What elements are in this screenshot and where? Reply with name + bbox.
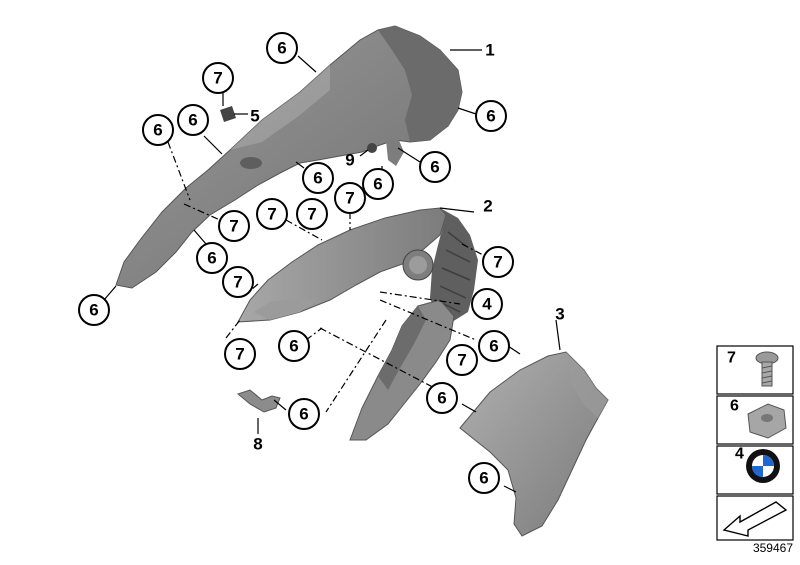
svg-text:6: 6 <box>486 107 495 126</box>
svg-text:7: 7 <box>213 69 222 88</box>
leader-lines <box>103 49 561 493</box>
svg-text:6: 6 <box>430 158 439 177</box>
svg-text:6: 6 <box>207 249 216 268</box>
svg-text:7: 7 <box>235 345 244 364</box>
svg-text:7: 7 <box>457 351 466 370</box>
label-part-3: 3 <box>555 305 564 324</box>
callout-7: 7 <box>218 210 250 242</box>
svg-text:6: 6 <box>289 337 298 356</box>
svg-text:7: 7 <box>493 253 502 272</box>
callout-6: 6 <box>475 100 507 132</box>
callout-7: 7 <box>202 62 234 94</box>
callout-6: 6 <box>288 398 320 430</box>
screw-icon <box>755 351 779 387</box>
callout-4: 4 <box>471 288 503 320</box>
label-part-2: 2 <box>483 197 492 216</box>
parts-legend: 7 6 4 <box>716 345 794 541</box>
lower-panel-part-3 <box>459 351 609 537</box>
label-part-8: 8 <box>253 435 262 454</box>
svg-text:6: 6 <box>299 405 308 424</box>
svg-text:7: 7 <box>727 350 736 367</box>
callout-6: 6 <box>302 162 334 194</box>
svg-text:7: 7 <box>229 217 238 236</box>
callout-7: 7 <box>296 198 328 230</box>
side-panel-part-1 <box>115 25 463 289</box>
svg-text:6: 6 <box>188 111 197 130</box>
grommet-part-9 <box>367 143 377 153</box>
svg-text:6: 6 <box>373 175 382 194</box>
svg-text:6: 6 <box>277 39 286 58</box>
svg-text:7: 7 <box>345 189 354 208</box>
svg-text:4: 4 <box>482 295 492 314</box>
callout-7: 7 <box>482 246 514 278</box>
callout-6: 6 <box>426 382 458 414</box>
svg-text:7: 7 <box>307 205 316 224</box>
svg-text:6: 6 <box>89 301 98 320</box>
front-fairing-part-2 <box>237 207 478 323</box>
svg-text:6: 6 <box>479 469 488 488</box>
callout-6: 6 <box>478 330 510 362</box>
callout-6: 6 <box>278 330 310 362</box>
callout-7: 7 <box>222 266 254 298</box>
svg-text:6: 6 <box>730 398 739 415</box>
legend-row-screw: 7 <box>716 345 794 395</box>
legend-row-arrow <box>716 495 794 541</box>
clip-part-5 <box>220 106 236 122</box>
bracket-part-8 <box>236 389 281 413</box>
callout-7: 7 <box>334 182 366 214</box>
svg-text:6: 6 <box>489 337 498 356</box>
callout-6: 6 <box>142 114 174 146</box>
legend-row-bmw: 4 <box>716 445 794 495</box>
callout-7: 7 <box>224 338 256 370</box>
callout-6: 6 <box>196 242 228 274</box>
callout-7: 7 <box>446 344 478 376</box>
callout-6: 6 <box>78 294 110 326</box>
direction-arrow-icon <box>722 501 788 537</box>
label-part-1: 1 <box>485 41 494 60</box>
svg-text:6: 6 <box>437 389 446 408</box>
bmw-roundel-icon <box>746 449 780 483</box>
svg-text:7: 7 <box>233 273 242 292</box>
callout-6: 6 <box>468 462 500 494</box>
label-part-5: 5 <box>250 107 259 126</box>
callout-6: 6 <box>266 32 298 64</box>
label-part-9: 9 <box>345 151 354 170</box>
svg-text:7: 7 <box>267 205 276 224</box>
svg-text:6: 6 <box>153 121 162 140</box>
callout-circles: 4 6 6 6 6 6 6 6 6 6 6 6 6 6 6 7 7 7 7 7 … <box>78 32 514 494</box>
inner-duct-part-4 <box>349 299 455 441</box>
svg-text:6: 6 <box>313 169 322 188</box>
callout-6: 6 <box>362 168 394 200</box>
callout-6: 6 <box>177 104 209 136</box>
callout-7: 7 <box>256 198 288 230</box>
svg-text:4: 4 <box>735 446 744 463</box>
callout-6: 6 <box>419 151 451 183</box>
legend-row-clip-nut: 6 <box>716 395 794 445</box>
catalog-number: 359467 <box>753 541 793 555</box>
clip-nut-icon <box>747 403 787 439</box>
